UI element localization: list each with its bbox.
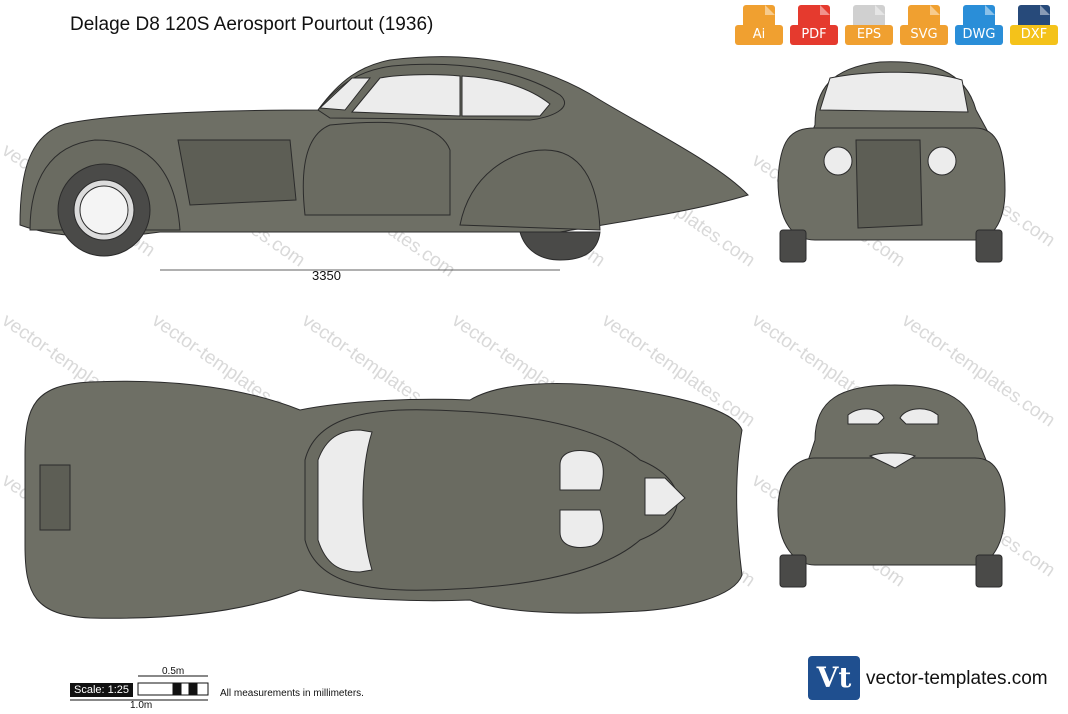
format-label: EPS [845,25,893,45]
scale-half-label: 0.5m [162,666,185,677]
format-dxf-badge[interactable]: DXF [1010,5,1058,51]
format-svg-badge[interactable]: SVG [900,5,948,51]
measurement-note: All measurements in millimeters. [220,688,364,699]
format-label: Ai [735,25,783,45]
brand-site-link[interactable]: vector-templates.com [866,668,1048,689]
length-dimension-label: 3350 [312,268,341,283]
format-label: SVG [900,25,948,45]
format-eps-badge[interactable]: EPS [845,5,893,51]
format-badges: Ai PDF EPS SVG DWG DXF [735,5,1058,51]
scale-label: Scale: 1:25 [70,683,134,697]
scale-one-label: 1.0m [130,700,153,711]
format-pdf-badge[interactable]: PDF [790,5,838,51]
front-view [777,61,1006,263]
format-label: PDF [790,25,838,45]
side-view [19,56,749,271]
scale-bar-graphic [70,675,209,701]
format-ai-badge[interactable]: Ai [735,5,783,51]
format-label: DWG [955,25,1003,45]
format-dwg-badge[interactable]: DWG [955,5,1003,51]
format-label: DXF [1010,25,1058,45]
rear-view [777,384,1006,588]
page-title: Delage D8 120S Aerosport Pourtout (1936) [70,14,434,35]
top-view [24,380,743,619]
brand-logo[interactable]: Vt [808,656,860,700]
